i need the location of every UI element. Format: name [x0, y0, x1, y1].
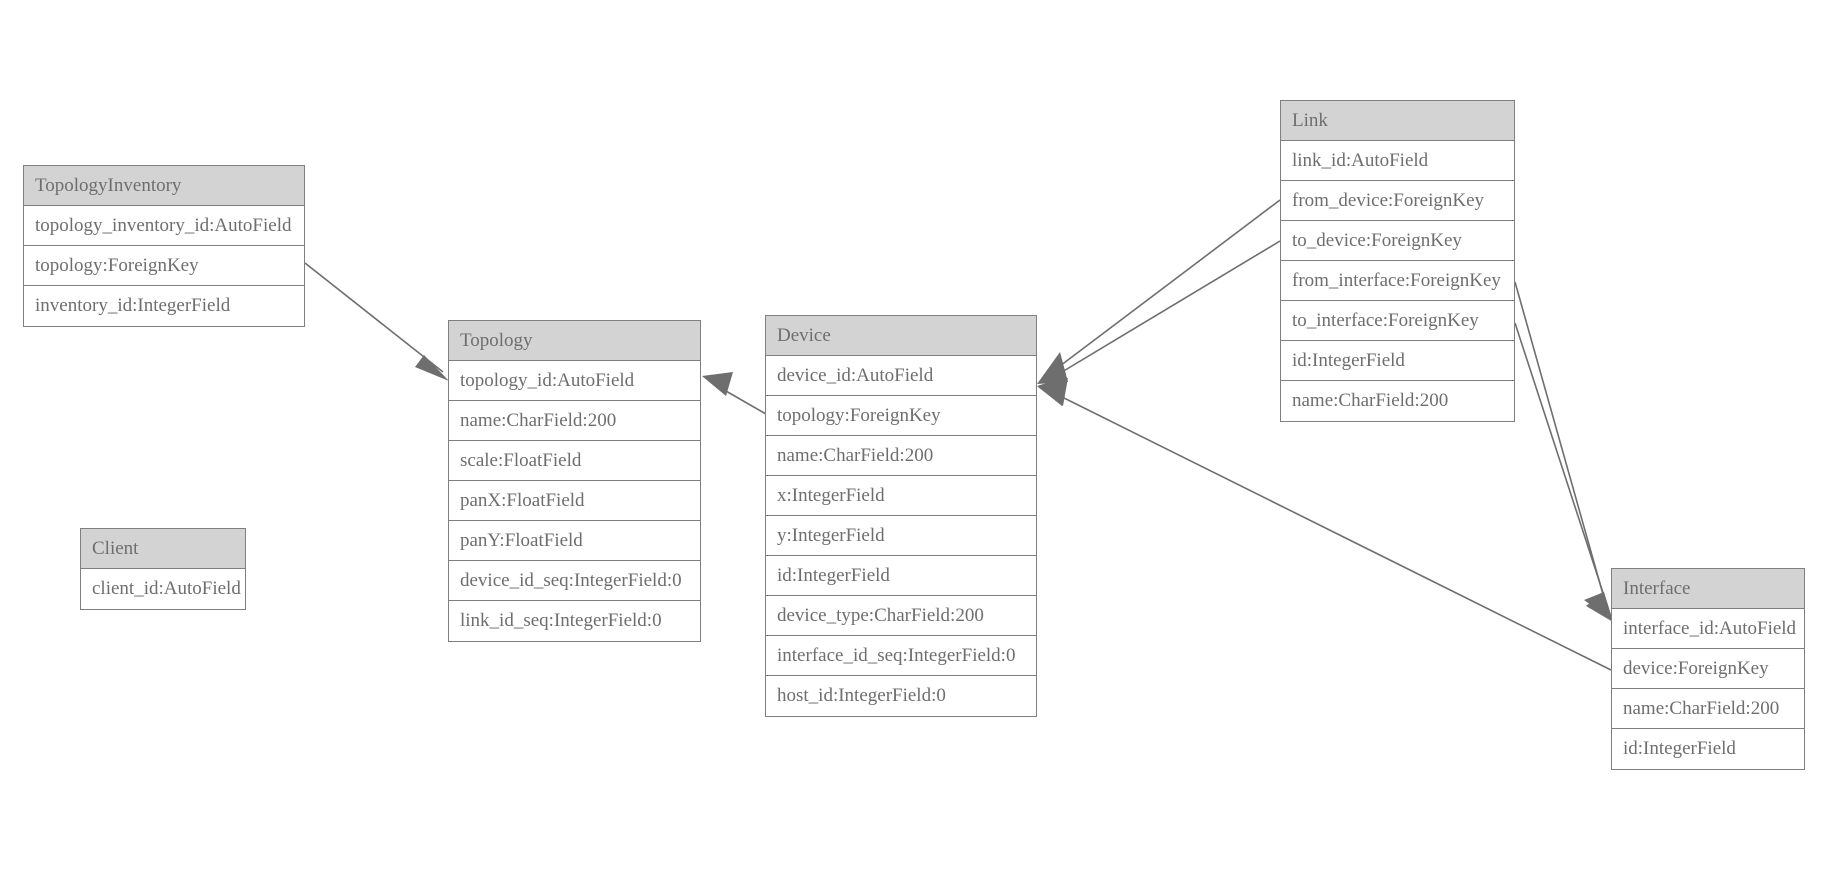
field-row: from_device:ForeignKey	[1281, 181, 1514, 221]
field-row: id:IntegerField	[1281, 341, 1514, 381]
field-row: topology_id:AutoField	[449, 361, 700, 401]
entity-title-topologyinventory: TopologyInventory	[24, 166, 304, 206]
field-row: to_device:ForeignKey	[1281, 221, 1514, 261]
field-row: name:CharField:200	[1612, 689, 1804, 729]
field-row: interface_id_seq:IntegerField:0	[766, 636, 1036, 676]
field-row: device_type:CharField:200	[766, 596, 1036, 636]
entity-title-interface: Interface	[1612, 569, 1804, 609]
edge-topologyinventory-topology	[304, 262, 449, 381]
entity-client[interactable]: Client client_id:AutoField	[80, 528, 246, 610]
field-row: client_id:AutoField	[81, 569, 245, 609]
entity-title-device: Device	[766, 316, 1036, 356]
entity-fields-client: client_id:AutoField	[81, 569, 245, 609]
field-row: inventory_id:IntegerField	[24, 286, 304, 326]
field-row: id:IntegerField	[1612, 729, 1804, 769]
field-row: link_id:AutoField	[1281, 141, 1514, 181]
entity-topologyinventory[interactable]: TopologyInventory topology_inventory_id:…	[23, 165, 305, 327]
field-row: y:IntegerField	[766, 516, 1036, 556]
field-row: scale:FloatField	[449, 441, 700, 481]
entity-fields-device: device_id:AutoField topology:ForeignKey …	[766, 356, 1036, 716]
field-row: topology_inventory_id:AutoField	[24, 206, 304, 246]
field-row: panY:FloatField	[449, 521, 700, 561]
field-row: id:IntegerField	[766, 556, 1036, 596]
entity-title-client: Client	[81, 529, 245, 569]
field-row: topology:ForeignKey	[24, 246, 304, 286]
entity-interface[interactable]: Interface interface_id:AutoField device:…	[1611, 568, 1805, 770]
field-row: topology:ForeignKey	[766, 396, 1036, 436]
field-row: name:CharField:200	[449, 401, 700, 441]
edge-interface-device	[1038, 378, 1612, 671]
entity-fields-link: link_id:AutoField from_device:ForeignKey…	[1281, 141, 1514, 421]
entity-title-topology: Topology	[449, 321, 700, 361]
field-row: device_id:AutoField	[766, 356, 1036, 396]
entity-topology[interactable]: Topology topology_id:AutoField name:Char…	[448, 320, 701, 642]
entity-device[interactable]: Device device_id:AutoField topology:Fore…	[765, 315, 1037, 717]
field-row: to_interface:ForeignKey	[1281, 301, 1514, 341]
field-row: interface_id:AutoField	[1612, 609, 1804, 649]
field-row: link_id_seq:IntegerField:0	[449, 601, 700, 641]
field-row: device_id_seq:IntegerField:0	[449, 561, 700, 601]
entity-title-link: Link	[1281, 101, 1514, 141]
edge-link-to-interface	[1514, 322, 1613, 622]
edge-device-topology	[702, 372, 767, 415]
field-row: name:CharField:200	[766, 436, 1036, 476]
entity-fields-topologyinventory: topology_inventory_id:AutoField topology…	[24, 206, 304, 326]
field-row: host_id:IntegerField:0	[766, 676, 1036, 716]
entity-link[interactable]: Link link_id:AutoField from_device:Forei…	[1280, 100, 1515, 422]
entity-fields-interface: interface_id:AutoField device:ForeignKey…	[1612, 609, 1804, 769]
field-row: x:IntegerField	[766, 476, 1036, 516]
edge-link-from-device	[1037, 199, 1281, 384]
field-row: panX:FloatField	[449, 481, 700, 521]
field-row: name:CharField:200	[1281, 381, 1514, 421]
field-row: device:ForeignKey	[1612, 649, 1804, 689]
entity-fields-topology: topology_id:AutoField name:CharField:200…	[449, 361, 700, 641]
edge-link-to-device	[1037, 240, 1281, 406]
field-row: from_interface:ForeignKey	[1281, 261, 1514, 301]
edge-link-from-interface	[1514, 281, 1613, 621]
